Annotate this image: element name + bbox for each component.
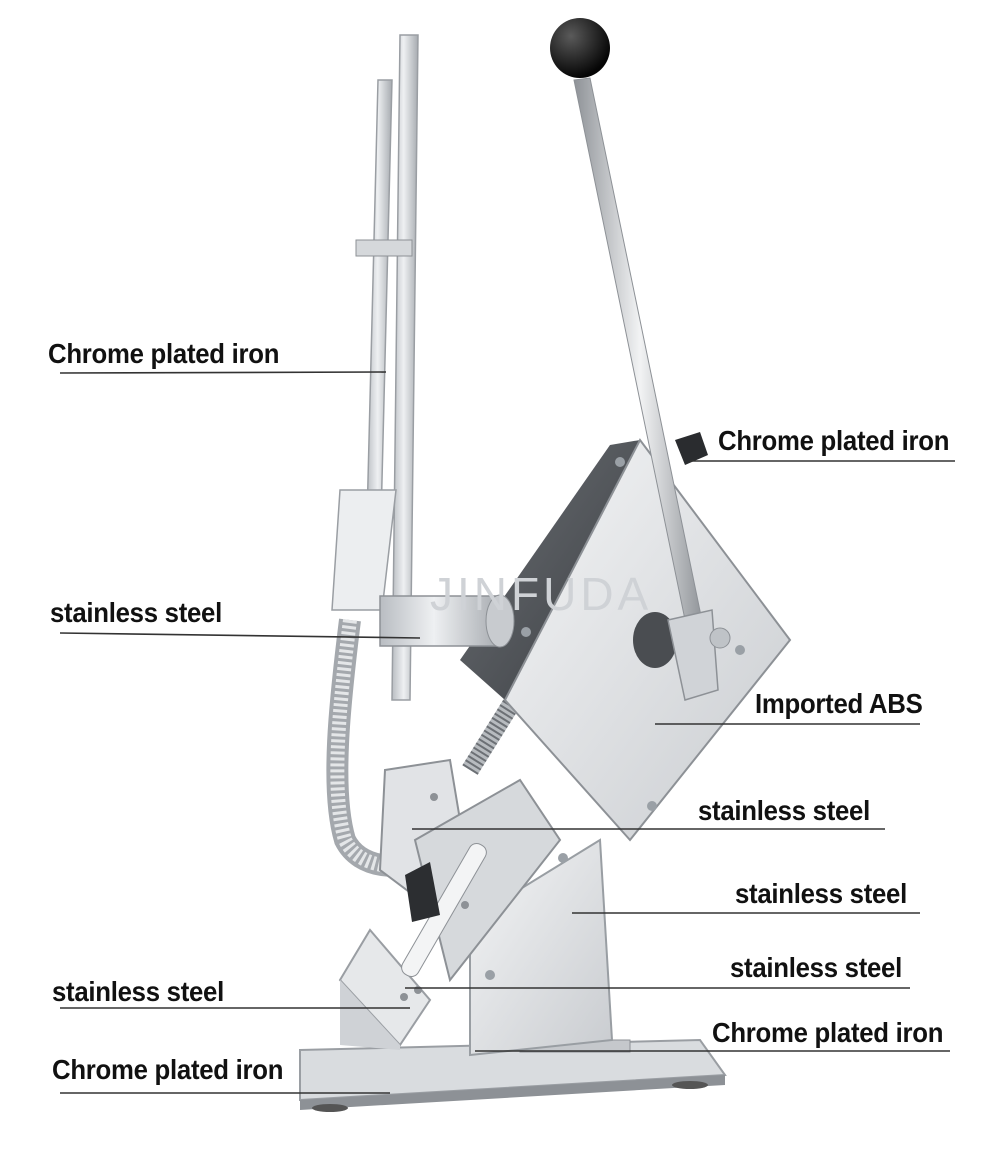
callout-label: Chrome plated iron [48, 338, 280, 369]
callout-label: Chrome plated iron [52, 1054, 284, 1085]
lever-knob [550, 18, 610, 78]
operating-lever [573, 77, 731, 701]
callout-label: Imported ABS [755, 688, 923, 719]
stand-column [338, 838, 614, 1057]
clipping-head [378, 758, 562, 1001]
callout-label: stainless steel [735, 878, 907, 909]
clip-rail [331, 34, 419, 701]
callout-label: Chrome plated iron [712, 1017, 944, 1048]
watermark: JINFUDA [430, 568, 652, 620]
leader-line [59, 632, 421, 639]
base-plate [299, 1038, 727, 1112]
leader-line [59, 371, 387, 374]
callout-label: Chrome plated iron [718, 425, 950, 456]
callout-label: stainless steel [730, 952, 902, 983]
callout-label: stainless steel [52, 976, 224, 1007]
callout-label: stainless steel [50, 597, 222, 628]
callout-label: stainless steel [698, 795, 870, 826]
leader-lines [59, 371, 955, 1094]
